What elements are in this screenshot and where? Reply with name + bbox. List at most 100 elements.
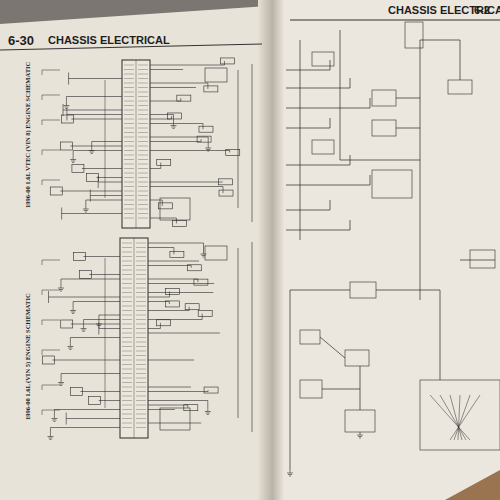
schematic-line — [290, 470, 291, 473]
schematic-line — [122, 418, 132, 419]
schematic-line — [148, 279, 198, 280]
component-symbol — [185, 304, 199, 310]
schematic-line — [359, 438, 361, 439]
component-symbol — [156, 320, 170, 326]
schematic-line — [124, 200, 134, 201]
schematic-line — [148, 400, 208, 401]
schematic-line — [124, 96, 134, 97]
schematic-line — [124, 173, 134, 174]
component-symbol — [199, 126, 213, 132]
schematic-line — [122, 387, 132, 388]
schematic-line — [91, 153, 93, 154]
schematic-line — [322, 389, 360, 390]
schematic-line — [207, 409, 208, 412]
schematic-line — [136, 427, 146, 428]
schematic-line — [124, 87, 134, 88]
schematic-line — [203, 257, 205, 258]
schematic-line — [124, 182, 134, 183]
schematic-line — [42, 385, 60, 386]
schematic-line — [122, 351, 132, 352]
schematic-line — [50, 428, 51, 434]
schematic-line — [150, 150, 230, 151]
schematic-line — [150, 87, 196, 88]
schematic-line — [60, 385, 62, 386]
schematic-line — [105, 258, 106, 408]
schematic-line — [122, 328, 132, 329]
schematic-line — [360, 366, 361, 410]
schematic-line — [252, 242, 253, 432]
schematic-line — [173, 128, 175, 129]
component-symbol — [219, 190, 233, 196]
schematic-line — [67, 114, 122, 115]
component-symbol — [158, 203, 172, 209]
schematic-line — [340, 30, 341, 160]
schematic-line — [70, 338, 71, 344]
schematic-line — [61, 208, 62, 220]
schematic-line — [330, 200, 331, 210]
schematic-line — [148, 292, 213, 293]
schematic-line — [70, 159, 76, 160]
schematic-line — [138, 182, 148, 183]
schematic-line — [136, 414, 146, 415]
schematic-line — [207, 414, 209, 415]
component-symbol — [198, 311, 212, 317]
schematic-line — [52, 420, 56, 421]
schematic-line — [70, 146, 122, 147]
schematic-line — [60, 191, 122, 192]
component-symbol — [50, 187, 62, 195]
component-symbol — [204, 86, 218, 92]
schematic-line — [92, 141, 122, 142]
schematic-line — [124, 191, 134, 192]
schematic-line — [136, 396, 146, 397]
schematic-line — [122, 355, 132, 356]
schematic-line — [124, 78, 134, 79]
schematic-line — [136, 252, 146, 253]
schematic-line — [73, 151, 74, 157]
component-symbol — [312, 52, 334, 66]
schematic-line — [136, 265, 146, 266]
schematic-line — [138, 186, 148, 187]
schematic-line — [187, 405, 188, 408]
schematic-line — [286, 70, 330, 71]
schematic-line — [58, 288, 64, 289]
schematic-line — [42, 320, 60, 321]
schematic-line — [122, 292, 132, 293]
schematic-line — [73, 308, 74, 311]
schematic-line — [124, 137, 134, 138]
schematic-line — [124, 177, 134, 178]
schematic-line — [80, 391, 120, 392]
schematic-line — [136, 315, 146, 316]
schematic-line — [83, 320, 84, 326]
schematic-line — [136, 256, 146, 257]
schematic-line — [73, 150, 122, 151]
schematic-line — [50, 434, 51, 437]
schematic-line — [138, 78, 148, 79]
schematic-line — [42, 410, 43, 415]
schematic-line — [68, 73, 69, 85]
schematic-line — [122, 423, 132, 424]
schematic-line — [136, 328, 146, 329]
schematic-line — [122, 409, 132, 410]
schematic-line — [138, 155, 148, 156]
schematic-line — [150, 83, 208, 84]
schematic-line — [138, 65, 148, 66]
schematic-line — [150, 101, 181, 102]
page-header: 6-2 — [474, 4, 490, 16]
schematic-line — [136, 292, 146, 293]
schematic-line — [286, 185, 370, 186]
schematic-line — [136, 283, 146, 284]
schematic-line — [85, 206, 86, 209]
schematic-line — [138, 110, 148, 111]
schematic-line — [66, 97, 67, 103]
schematic-line — [61, 373, 120, 374]
schematic-line — [99, 315, 120, 316]
schematic-line — [90, 152, 94, 153]
schematic-line — [42, 350, 60, 351]
schematic-line — [99, 328, 120, 329]
schematic-line — [68, 348, 72, 349]
schematic-line — [136, 301, 146, 302]
schematic-line — [206, 413, 210, 414]
schematic-line — [122, 342, 132, 343]
